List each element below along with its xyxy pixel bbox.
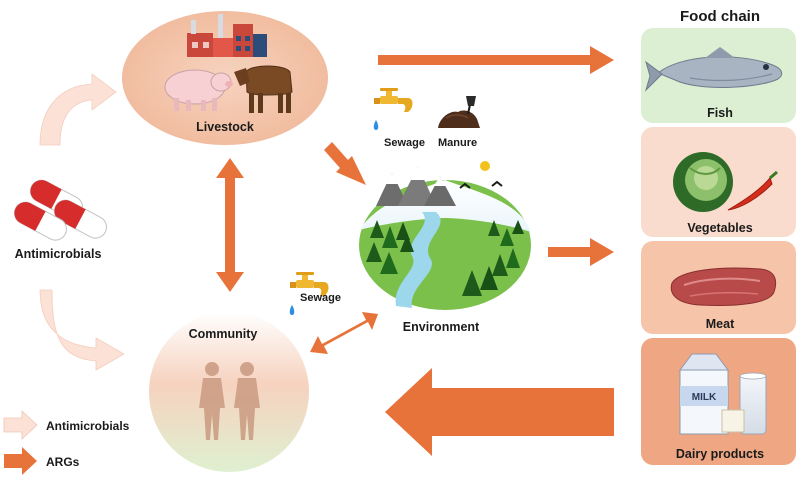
birds-icon bbox=[459, 180, 503, 189]
arrow-food-to-community bbox=[385, 368, 614, 456]
trees-icon bbox=[366, 220, 524, 296]
vegetables-card: Vegetables bbox=[641, 127, 796, 237]
legend-antimicrobials-label: Antimicrobials bbox=[46, 419, 130, 433]
livestock-node: Livestock bbox=[122, 11, 328, 145]
arrow-environment-to-food bbox=[548, 238, 614, 266]
legend-antimicrobial-arrow bbox=[3, 410, 38, 440]
antimicrobial-arrow-up bbox=[39, 73, 117, 146]
community-node: Community bbox=[149, 312, 309, 472]
fish-label: Fish bbox=[707, 106, 733, 120]
arrow-livestock-community bbox=[216, 158, 244, 292]
legend-args-arrow bbox=[4, 447, 37, 475]
livestock-label: Livestock bbox=[196, 120, 254, 134]
environment-label: Environment bbox=[403, 320, 480, 334]
arrow-livestock-to-food bbox=[378, 46, 614, 74]
community-label: Community bbox=[189, 327, 258, 341]
shovel-icon bbox=[466, 96, 476, 115]
sun-icon bbox=[480, 161, 490, 171]
sewage-left-label: Sewage bbox=[300, 292, 341, 304]
food-chain-panel: Food chain Fish bbox=[641, 8, 796, 465]
manure-pile-icon bbox=[438, 110, 480, 128]
fish-card: Fish bbox=[641, 28, 796, 123]
arrow-livestock-to-environment bbox=[324, 142, 366, 185]
dairy-card: MILK Dairy products bbox=[641, 338, 796, 465]
legend-args: ARGs bbox=[4, 447, 80, 475]
fish-icon bbox=[644, 47, 783, 92]
antimicrobials-node: Antimicrobials bbox=[13, 179, 107, 261]
meat-card: Meat bbox=[641, 241, 796, 334]
food-chain-title: Food chain bbox=[680, 8, 760, 25]
cheese-block-icon bbox=[721, 409, 745, 433]
pig-icon bbox=[164, 69, 233, 111]
water-drop-icon bbox=[289, 305, 295, 315]
manure-label: Manure bbox=[438, 137, 477, 149]
person-icon bbox=[234, 362, 260, 440]
dairy-label: Dairy products bbox=[676, 447, 764, 461]
meat-steak-icon bbox=[670, 267, 777, 306]
legend-args-label: ARGs bbox=[46, 455, 80, 469]
capsules-icon bbox=[13, 179, 107, 241]
mountains-icon bbox=[376, 166, 456, 206]
sewage-left-source: Sewage bbox=[289, 272, 341, 315]
manure-source: Manure bbox=[438, 96, 480, 149]
water-drop-icon bbox=[373, 120, 379, 130]
person-icon bbox=[199, 362, 225, 440]
antimicrobial-arrow-down bbox=[39, 289, 125, 371]
milk-glass-icon bbox=[739, 372, 767, 435]
vegetables-label: Vegetables bbox=[687, 221, 752, 235]
antimicrobials-label: Antimicrobials bbox=[15, 247, 102, 261]
meat-label: Meat bbox=[706, 317, 735, 331]
arrow-environment-community bbox=[310, 312, 378, 354]
river bbox=[395, 212, 441, 308]
cow-icon bbox=[231, 59, 293, 113]
cabbage-icon bbox=[673, 152, 733, 212]
milk-carton-icon: MILK bbox=[679, 353, 729, 435]
legend-antimicrobials: Antimicrobials bbox=[3, 410, 130, 440]
community-circle bbox=[149, 312, 309, 472]
legend: Antimicrobials ARGs bbox=[3, 410, 130, 475]
faucet-icon bbox=[290, 272, 329, 296]
arg-arrows bbox=[216, 46, 614, 456]
factory-icon bbox=[187, 14, 267, 57]
environment-node: Environment bbox=[359, 161, 531, 334]
sewage-top-source: Sewage bbox=[373, 88, 425, 149]
faucet-icon bbox=[374, 88, 413, 112]
sewage-top-label: Sewage bbox=[384, 137, 425, 149]
chili-pepper-icon bbox=[727, 170, 778, 211]
milk-carton-text: MILK bbox=[692, 392, 717, 403]
